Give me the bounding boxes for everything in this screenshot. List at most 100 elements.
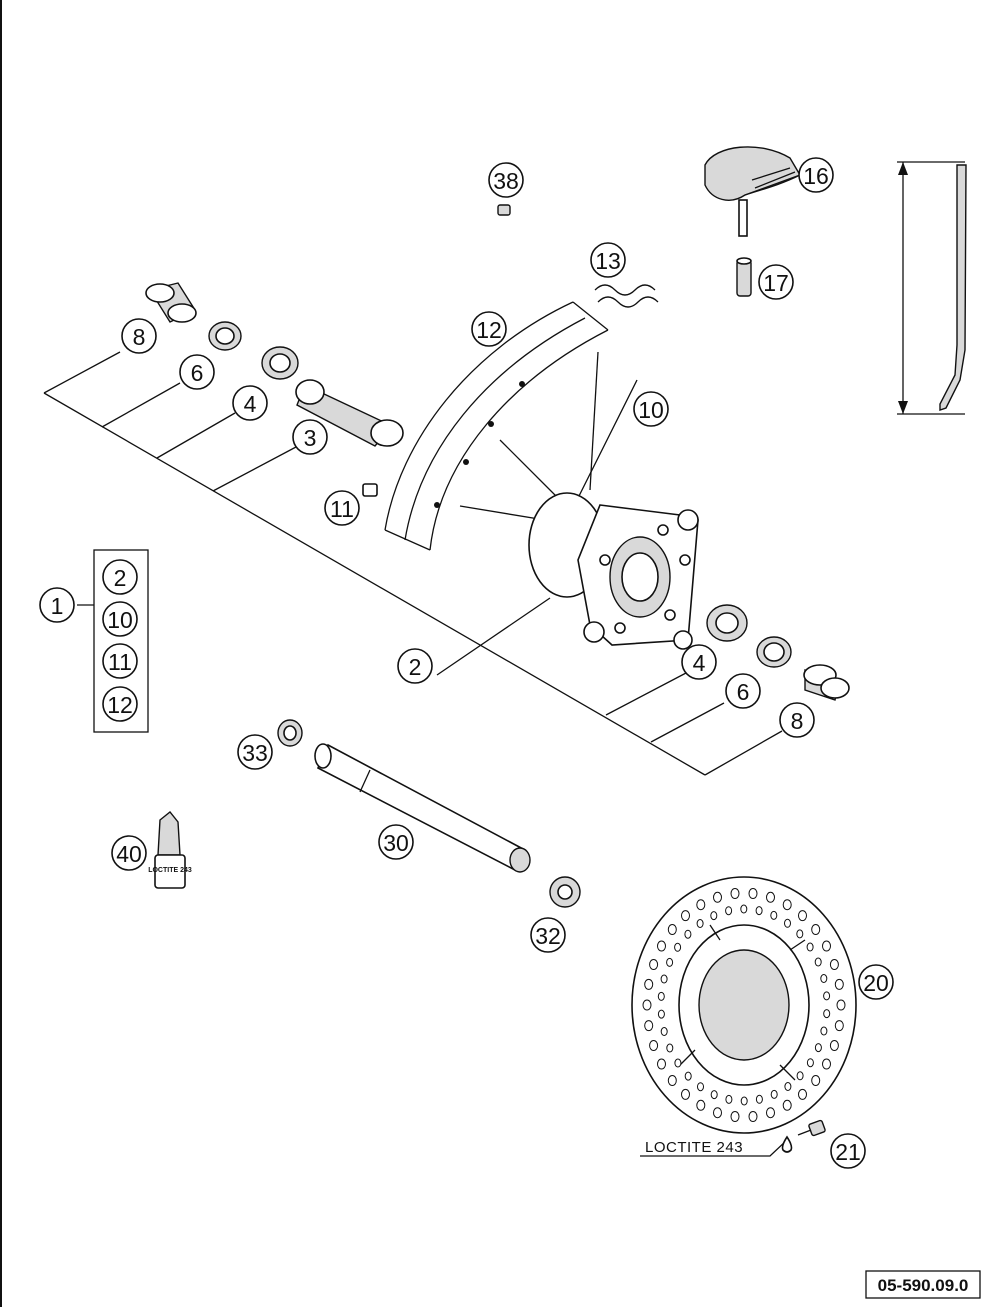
kit-item-10[interactable]: 10 — [102, 601, 138, 637]
seal-left-part — [208, 321, 242, 351]
disc-hole — [730, 1111, 740, 1122]
callout-21[interactable]: 21 — [830, 1133, 866, 1169]
callout-4-left-label: 4 — [244, 391, 257, 417]
disc-hole — [657, 1009, 665, 1019]
callout-17[interactable]: 17 — [758, 264, 794, 300]
spacer-right-part — [803, 664, 850, 701]
disc-hole — [666, 957, 674, 967]
disc-hole — [710, 1090, 718, 1100]
disc-hole — [798, 910, 807, 922]
callout-8-right[interactable]: 8 — [779, 702, 815, 738]
callout-8-left[interactable]: 8 — [121, 318, 157, 354]
kit-item-12[interactable]: 12 — [102, 686, 138, 722]
callout-10-top[interactable]: 10 — [633, 391, 669, 427]
callout-32[interactable]: 32 — [530, 917, 566, 953]
callout-4-left[interactable]: 4 — [232, 385, 268, 421]
callout-40[interactable]: 40 — [111, 835, 147, 871]
disc-hole — [822, 1058, 831, 1070]
disc-hole — [836, 999, 846, 1011]
disc-hole — [667, 924, 677, 935]
valve-cap-part — [497, 204, 511, 216]
distance-sleeve-part — [295, 379, 404, 447]
disc-hole — [834, 1020, 844, 1032]
loctite-drop-icon — [781, 1135, 793, 1153]
callout-1-label: 1 — [51, 593, 64, 619]
disc-hole — [822, 940, 831, 952]
callout-12-top-label: 12 — [476, 317, 502, 343]
disc-hole — [666, 1043, 674, 1053]
disc-hole — [829, 959, 839, 970]
brake-disc-part — [631, 876, 857, 1134]
callout-11-top[interactable]: 11 — [324, 490, 360, 526]
callout-2-main[interactable]: 2 — [397, 648, 433, 684]
disc-hole — [674, 1058, 682, 1068]
kit-item-2[interactable]: 2 — [102, 559, 138, 595]
disc-hole — [684, 1071, 692, 1081]
disc-hole — [766, 891, 775, 903]
callout-21-label: 21 — [835, 1139, 861, 1165]
callout-1[interactable]: 1 — [39, 587, 75, 623]
seal-right-part — [756, 636, 792, 668]
rim-tape-part — [594, 284, 659, 308]
nipple-part — [362, 483, 378, 497]
bearing-left-part — [261, 346, 299, 380]
disc-hole — [798, 1088, 807, 1100]
kit-item-11[interactable]: 11 — [102, 643, 138, 679]
disc-hole — [696, 899, 706, 911]
callout-6-left[interactable]: 6 — [179, 354, 215, 390]
disc-hole — [713, 891, 722, 903]
callout-38[interactable]: 38 — [488, 162, 524, 198]
disc-hole — [667, 1075, 677, 1086]
spoke-part — [459, 351, 638, 521]
callout-17-label: 17 — [763, 270, 789, 296]
disc-hole — [725, 906, 733, 916]
disc-hole — [710, 911, 718, 921]
bearing-right-part — [706, 604, 748, 642]
disc-hole — [814, 957, 822, 967]
disc-hole — [796, 929, 804, 939]
callout-32-label: 32 — [535, 923, 561, 949]
callout-30[interactable]: 30 — [378, 824, 414, 860]
disc-hole — [642, 999, 652, 1011]
callout-12-top[interactable]: 12 — [471, 311, 507, 347]
callout-2-main-label: 2 — [409, 654, 422, 680]
callout-6-right[interactable]: 6 — [725, 673, 761, 709]
disc-hole — [796, 1071, 804, 1081]
axle-nut-left-part — [277, 719, 303, 747]
disc-hole — [782, 1099, 792, 1111]
callout-33[interactable]: 33 — [237, 734, 273, 770]
callout-6-right-label: 6 — [737, 679, 750, 705]
disc-hole — [755, 1094, 763, 1104]
callout-13[interactable]: 13 — [590, 242, 626, 278]
callout-8-right-label: 8 — [791, 708, 804, 734]
drawing-code-box: 05-590.09.0 — [865, 1270, 981, 1299]
disc-hole — [740, 904, 748, 914]
callout-3[interactable]: 3 — [292, 419, 328, 455]
disc-hole — [748, 1111, 758, 1122]
kit-item-2-label: 2 — [114, 565, 127, 591]
disc-hole — [649, 959, 659, 970]
disc-hole — [660, 974, 668, 984]
disc-hole — [811, 1075, 821, 1086]
disc-hole — [730, 888, 740, 899]
disc-hole — [770, 1089, 778, 1099]
callout-13-label: 13 — [595, 248, 621, 274]
callout-20[interactable]: 20 — [858, 964, 894, 1000]
loctite-tube-part: LOCTITE 243 — [148, 811, 192, 889]
disc-hole — [784, 918, 791, 928]
kit-item-10-label: 10 — [107, 607, 133, 633]
disc-hole — [649, 1040, 659, 1051]
kit-item-11-label: 11 — [108, 649, 132, 675]
callout-6-left-label: 6 — [191, 360, 204, 386]
disc-hole — [814, 1043, 822, 1053]
disc-hole — [823, 991, 831, 1001]
disc-hole — [782, 899, 792, 911]
callout-16[interactable]: 16 — [798, 157, 834, 193]
callout-4-right[interactable]: 4 — [681, 644, 717, 680]
disc-hole — [820, 1026, 828, 1036]
disc-hole — [829, 1040, 839, 1051]
disc-hole — [657, 991, 665, 1001]
kit-item-12-label: 12 — [107, 692, 133, 718]
valve-sleeve-part — [736, 257, 752, 297]
disc-hole — [740, 1096, 748, 1106]
